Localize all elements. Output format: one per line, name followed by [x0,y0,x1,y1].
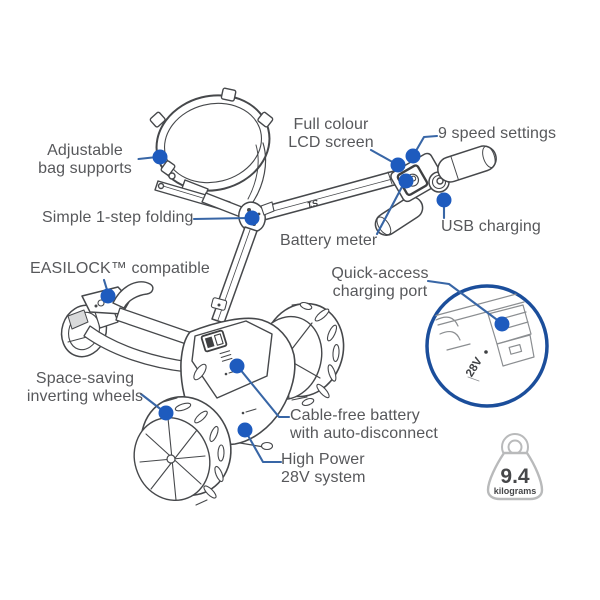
callout-label-line: LCD screen [288,134,374,152]
bag-support-ring [149,87,274,201]
callout-label-line: Quick-access [331,265,429,282]
left-handle-grip [374,196,424,236]
callout-label-line: Adjustable [47,142,123,159]
rear-wheel-left [133,395,232,506]
frame-down-tube [210,226,258,324]
dot-adjustable-bag-supports [152,149,168,165]
callout-speed-settings: 9 speed settings [438,125,560,143]
leader-simple-folding [192,216,250,221]
charging-port-inset: 28V [425,284,549,408]
dot-simple-folding [244,210,260,226]
weight-unit: kilograms [494,486,537,496]
callout-simple-folding: Simple 1-step folding [42,209,200,227]
callout-label-line: 28V system [281,469,366,487]
leader-quick-access [426,279,502,324]
callout-label-line: EASILOCK™ compatible [30,260,210,277]
dot-full-colour-lcd [390,157,406,173]
callout-label-line: Battery meter [280,232,378,249]
leader-battery-meter [375,181,406,236]
model-logo-text: S1 [306,197,319,210]
callout-easilock: EASILOCK™ compatible [30,260,210,278]
leader-cable-free [237,366,291,419]
dot-cable-free [229,358,245,374]
dot-usb-charging [436,192,452,208]
dot-battery-meter [398,173,414,189]
weight-icon: 9.4 kilograms [486,433,544,501]
callout-battery-meter: Battery meter [280,232,392,250]
callout-label-line: Space-saving [35,370,135,387]
weight-value: 9.4 [500,465,530,488]
dot-space-saving [158,405,174,421]
dot-speed-settings [405,148,421,164]
front-assembly [60,281,196,373]
callout-high-power: High Power 28V system [281,451,393,487]
callout-label-line: Cable-free battery [290,407,420,424]
callout-label-line: inverting wheels [26,388,144,406]
callout-dots [100,148,510,438]
easilock-lever [112,281,154,309]
callout-label-line: 9 speed settings [438,125,557,142]
callout-label-line: with auto-disconnect [290,425,438,443]
leader-high-power [244,430,283,464]
callout-label-line: Simple 1-step folding [42,209,194,226]
callout-usb-charging: USB charging [441,218,543,236]
callout-space-saving: Space-saving inverting wheels [24,370,146,406]
callout-label-line: bag supports [38,160,132,178]
callout-full-colour-lcd: Full colour LCD screen [282,116,380,152]
folding-joint [238,201,275,233]
callout-label-line: charging port [332,283,428,301]
callout-label-line: USB charging [441,218,541,235]
callout-cable-free: Cable-free battery with auto-disconnect [290,407,458,443]
dot-high-power [237,422,253,438]
handle-beam: S1 [258,170,399,221]
battery-panel [191,320,273,415]
right-handle-grip [437,145,497,183]
leader-space-saving [139,392,165,413]
dot-quick-access [494,316,510,332]
callout-label-line: High Power [281,451,365,468]
callout-label-line: Full colour [293,116,369,133]
callout-quick-access: Quick-access charging port [330,265,430,301]
callout-adjustable-bag-supports: Adjustable bag supports [30,142,140,178]
dot-easilock [100,288,116,304]
